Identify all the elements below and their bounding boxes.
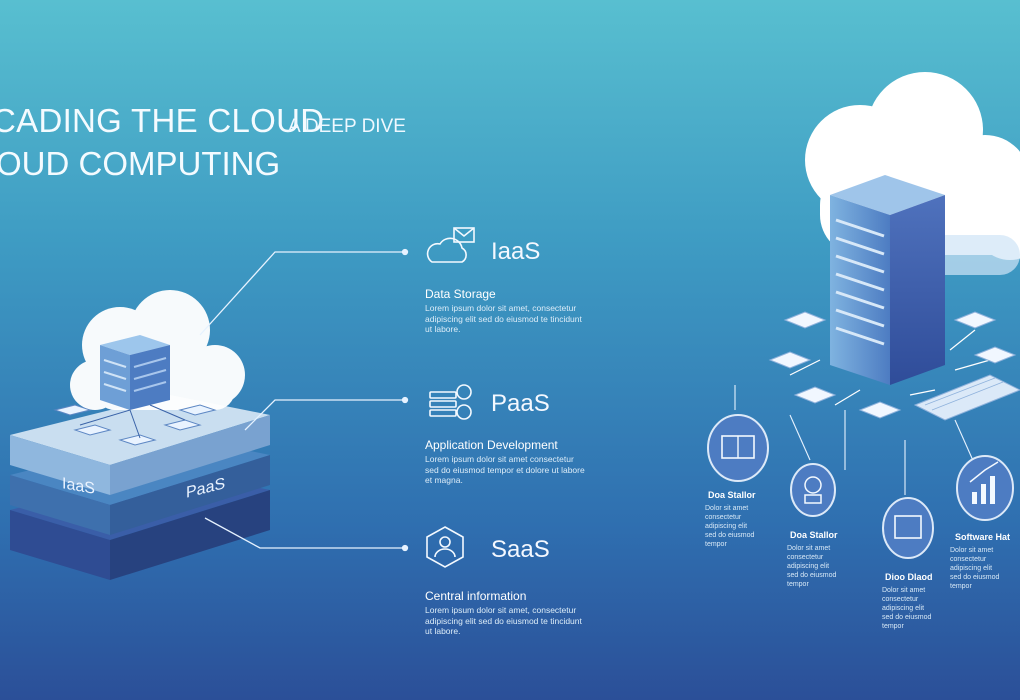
user-hexagon-icon <box>426 526 464 568</box>
service-desc-iaas: Lorem ipsum dolor sit amet, consectetur … <box>425 303 582 334</box>
page-title-line2: OUD COMPUTING <box>0 145 281 182</box>
main-server-icon <box>830 175 945 385</box>
node-title-1: Doa Stallor <box>708 490 756 500</box>
page-subtitle: A DEEP DIVE <box>288 116 406 137</box>
service-name-iaas: IaaS <box>491 238 541 265</box>
keyboard-icon <box>913 374 1020 421</box>
service-name-paas: PaaS <box>491 390 550 417</box>
node-desc-1: Dolor sit amet consectetur adipiscing el… <box>705 505 755 548</box>
service-desc-saas: Lorem ipsum dolor sit amet, consectetur … <box>425 605 582 636</box>
node-card-3 <box>882 497 934 559</box>
cloud-storage-icon <box>426 227 475 263</box>
node-card-1 <box>707 414 769 482</box>
server-rack-icon <box>429 384 472 420</box>
network-modules <box>768 311 1017 419</box>
left-network-modules <box>53 404 217 446</box>
connector-lines <box>199 248 409 552</box>
node-title-3: Dioo Dlaod <box>885 572 933 582</box>
service-heading-iaas: Data Storage <box>425 287 496 301</box>
service-heading-saas: Central information <box>425 589 527 603</box>
service-heading-paas: Application Development <box>425 438 558 452</box>
node-desc-3: Dolor sit amet consectetur adipiscing el… <box>882 587 932 630</box>
node-card-4 <box>956 455 1014 521</box>
node-card-2 <box>790 463 836 517</box>
left-server-icon <box>100 335 170 410</box>
branch-lines <box>734 385 976 495</box>
network-plane <box>789 329 991 406</box>
service-desc-paas: Lorem ipsum dolor sit amet consectetur s… <box>425 454 585 485</box>
page-title-line1: CADING THE CLOUD <box>0 102 325 139</box>
node-title-4: Software Hat <box>955 532 1011 542</box>
left-stack-platform <box>10 395 270 580</box>
node-desc-2: Dolor sit amet consectetur adipiscing el… <box>787 545 837 588</box>
node-desc-4: Dolor sit amet consectetur adipiscing el… <box>950 547 1000 590</box>
node-title-2: Doa Stallor <box>790 530 838 540</box>
service-name-saas: SaaS <box>491 536 550 563</box>
